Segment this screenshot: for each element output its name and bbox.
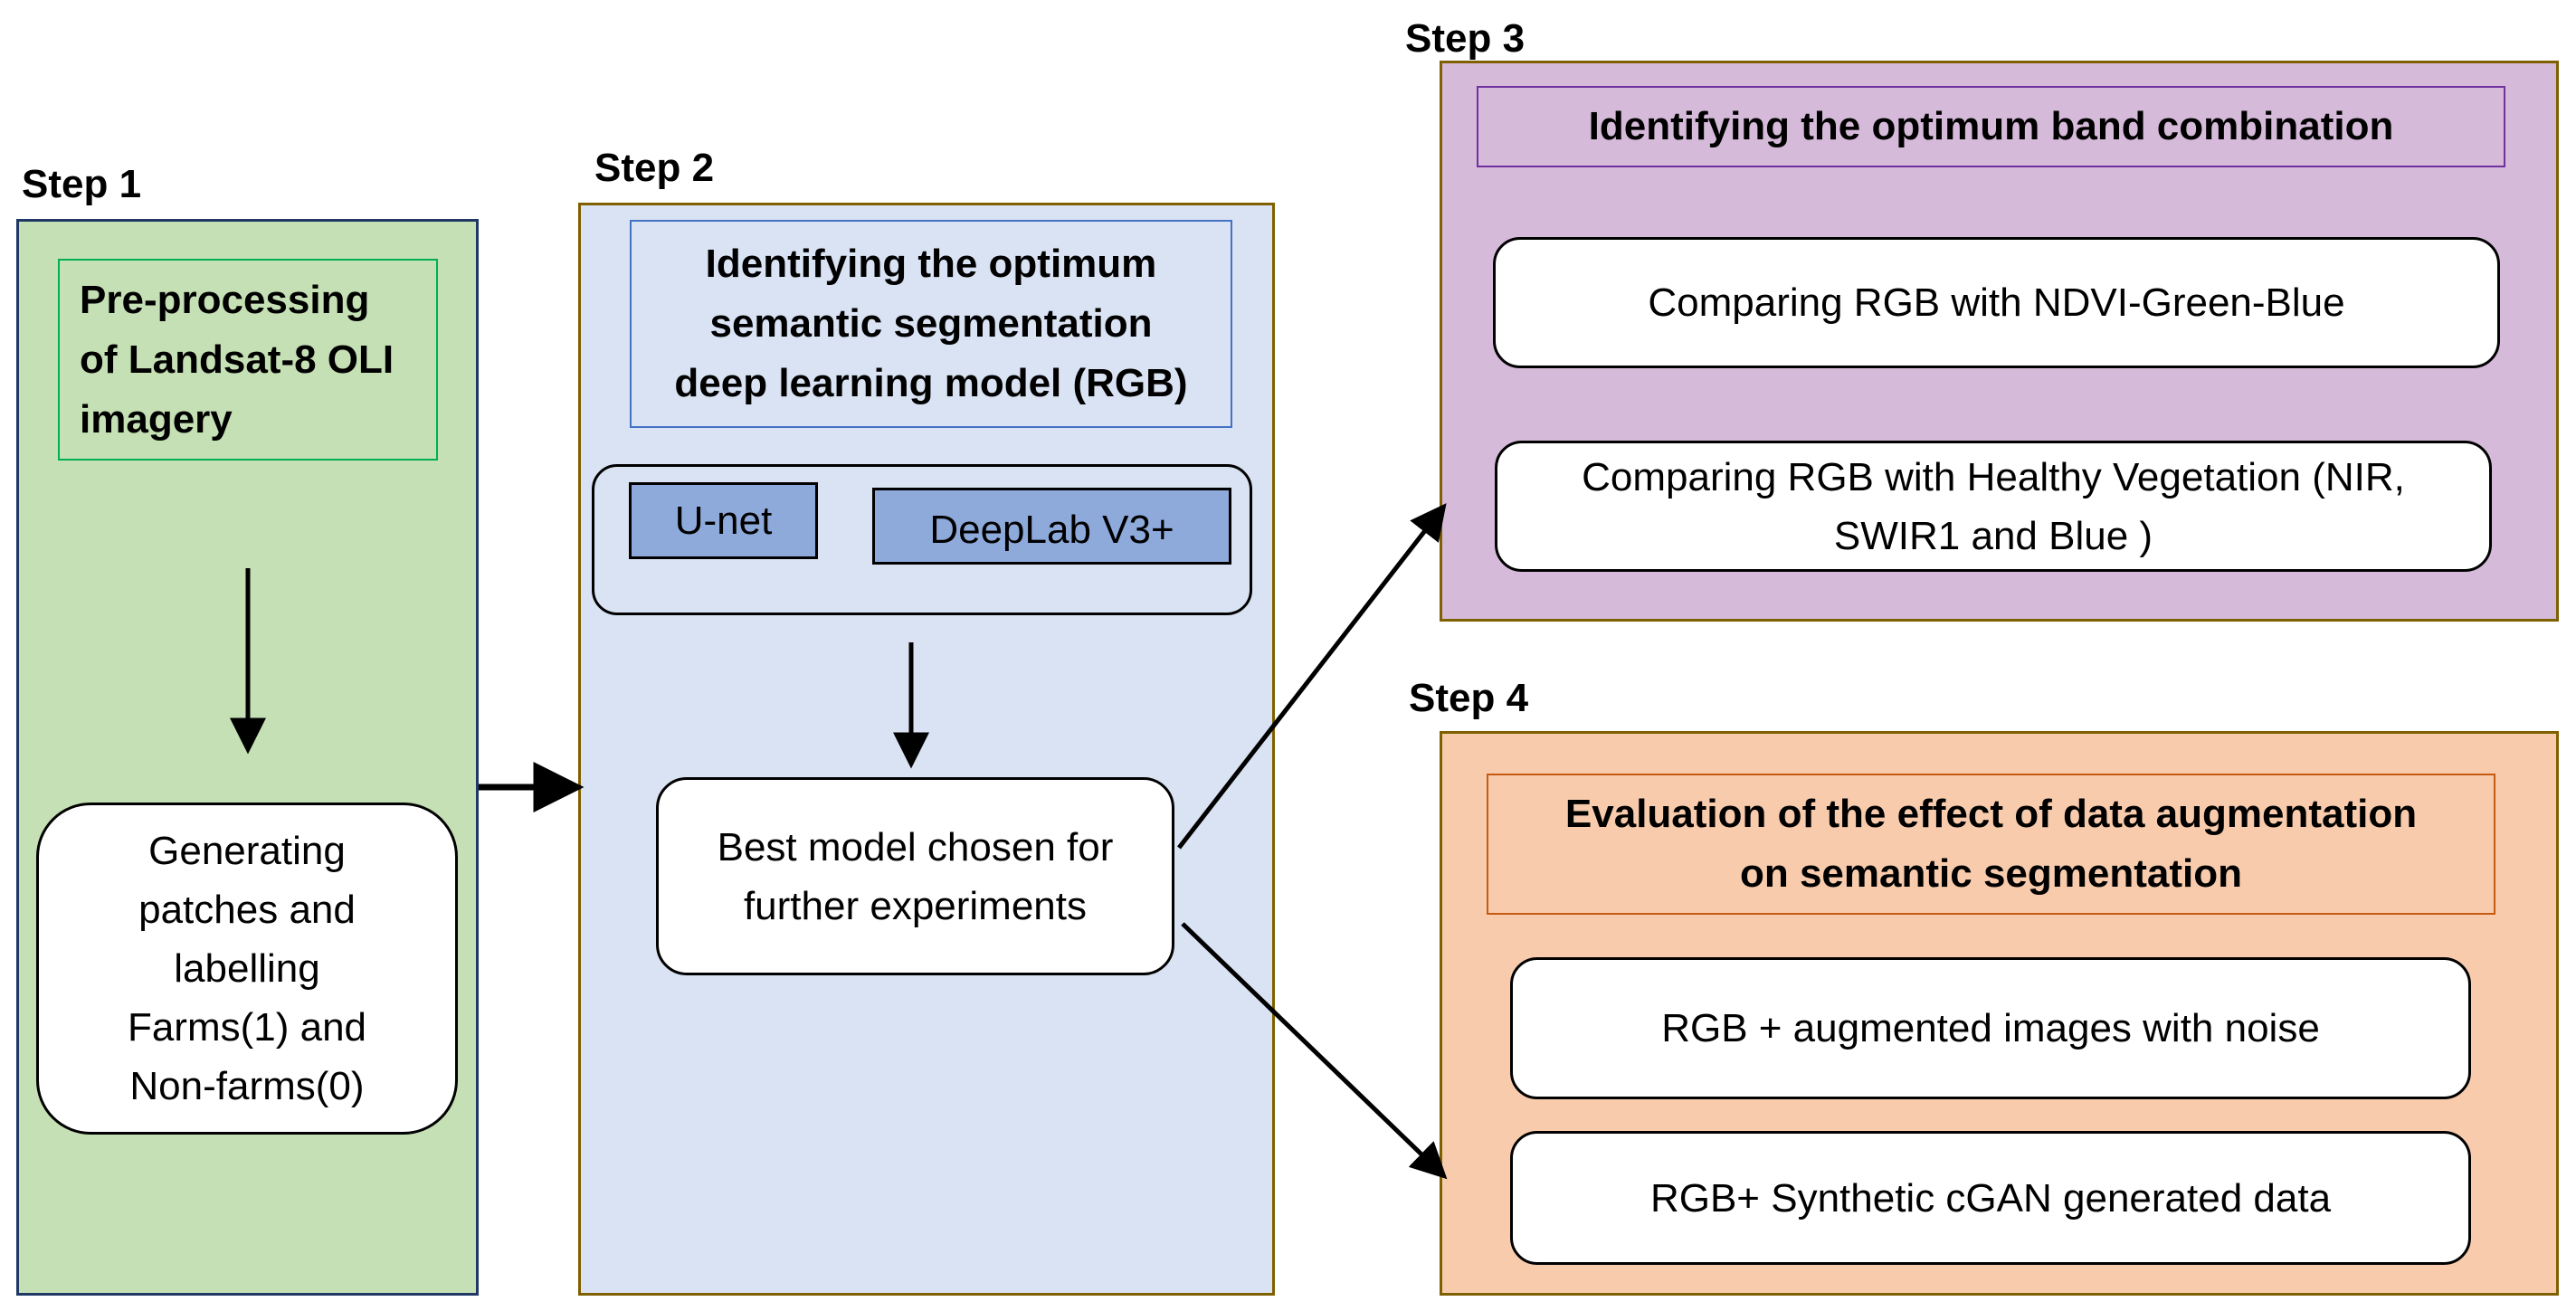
compare-healthy-vegetation-text: Comparing RGB with Healthy Vegetation (N… xyxy=(1582,448,2405,565)
step2-title-text: Identifying the optimum semantic segment… xyxy=(674,234,1187,413)
title-line: Pre-processing xyxy=(80,277,370,322)
step2-label: Step 2 xyxy=(594,146,715,190)
generating-patches-text: Generating patches and labelling Farms(1… xyxy=(128,822,366,1116)
title-line: on semantic segmentation xyxy=(1739,851,2242,896)
box-line: Farms(1) and xyxy=(127,1005,367,1050)
step3-label: Step 3 xyxy=(1405,16,1526,61)
step4-title-box: Evaluation of the effect of data augment… xyxy=(1487,774,2495,915)
models-group-box xyxy=(592,464,1252,615)
box-line: Non-farms(0) xyxy=(129,1064,365,1108)
title-line: Evaluation of the effect of data augment… xyxy=(1564,792,2418,836)
step4-label: Step 4 xyxy=(1409,676,1529,720)
to-step3-arrow xyxy=(1177,503,1447,850)
best-model-box: Best model chosen for further experiment… xyxy=(656,777,1174,975)
box-line: Comparing RGB with Healthy Vegetation (N… xyxy=(1582,454,2405,499)
title-line: imagery xyxy=(80,396,233,442)
step4-title-text: Evaluation of the effect of data augment… xyxy=(1565,784,2417,904)
noise-augmentation-box: RGB + augmented images with noise xyxy=(1510,957,2471,1099)
title-line: semantic segmentation xyxy=(709,301,1153,346)
box-line: further experiments xyxy=(743,883,1088,928)
unet-model-box: U-net xyxy=(629,482,818,559)
step2-title-box: Identifying the optimum semantic segment… xyxy=(630,220,1232,428)
title-line: Identifying the optimum xyxy=(705,242,1157,286)
compare-healthy-vegetation-box: Comparing RGB with Healthy Vegetation (N… xyxy=(1495,441,2492,572)
cgan-synthetic-box: RGB+ Synthetic cGAN generated data xyxy=(1510,1131,2471,1265)
title-line: of Landsat-8 OLI xyxy=(80,337,394,382)
box-line: patches and xyxy=(138,888,356,932)
step1-label: Step 1 xyxy=(22,162,142,206)
step1-title-box: Pre-processing of Landsat-8 OLI imagery xyxy=(58,259,438,461)
deeplab-model-box: DeepLab V3+ xyxy=(872,488,1231,565)
step1-title-text: Pre-processing of Landsat-8 OLI imagery xyxy=(80,271,394,450)
compare-ndvi-box: Comparing RGB with NDVI-Green-Blue xyxy=(1493,237,2500,368)
box-line: Best model chosen for xyxy=(717,824,1114,869)
box-line: labelling xyxy=(174,946,320,991)
box-line: SWIR1 and Blue ) xyxy=(1833,513,2153,558)
title-line: deep learning model (RGB) xyxy=(674,361,1188,405)
generating-patches-box: Generating patches and labelling Farms(1… xyxy=(36,803,458,1135)
to-step4-arrow xyxy=(1181,922,1448,1180)
step3-title-box: Identifying the optimum band combination xyxy=(1477,86,2505,167)
best-model-text: Best model chosen for further experiment… xyxy=(718,818,1114,936)
box-line: Generating xyxy=(148,829,346,873)
